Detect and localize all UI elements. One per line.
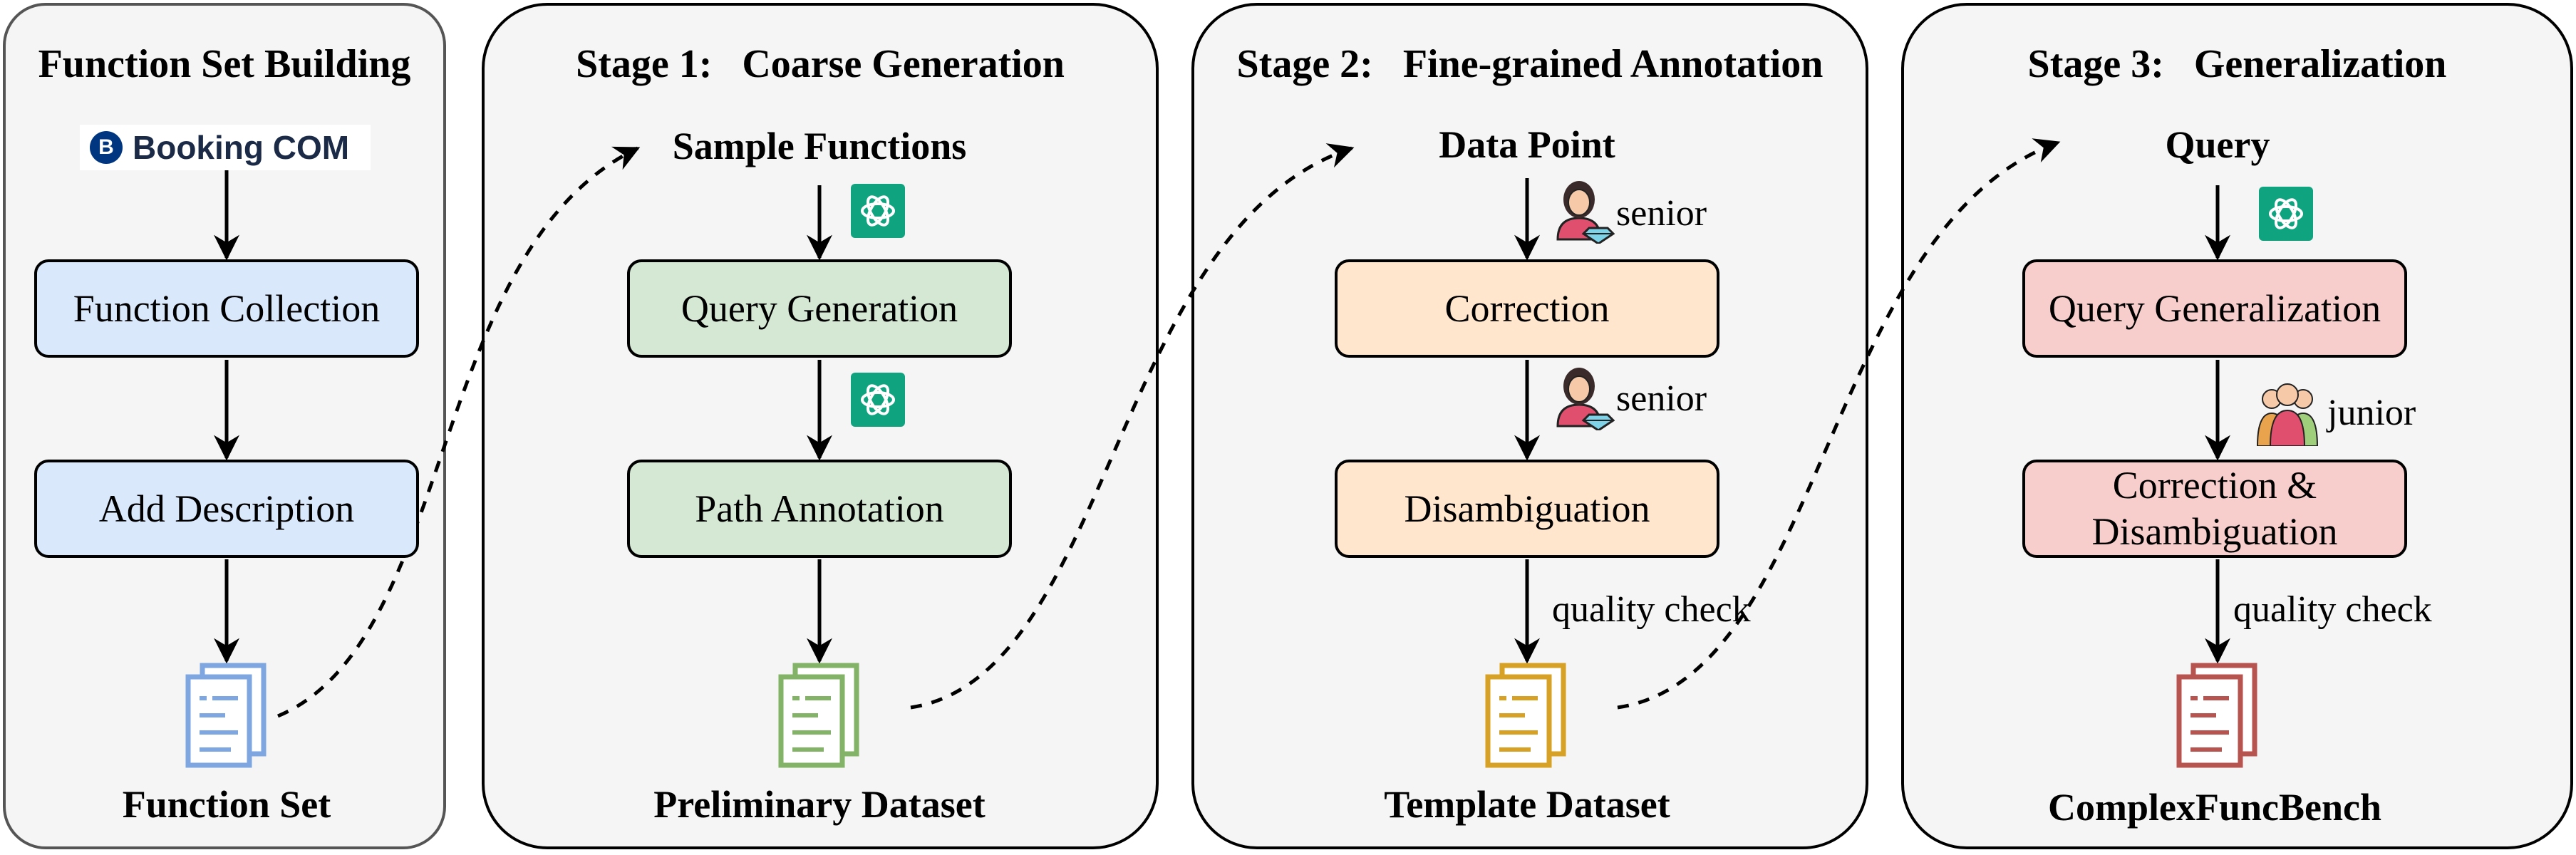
panel-title: Stage 2: Fine-grained Annotation — [1236, 42, 1824, 86]
correction-box: Correction — [1335, 259, 1719, 358]
openai-icon — [2259, 187, 2313, 241]
sample-functions-label: Sample Functions — [672, 125, 967, 167]
function-set-label: Function Set — [122, 783, 331, 826]
query-generation-box: Query Generation — [627, 259, 1012, 358]
panel-title: Stage 3: Generalization — [2027, 42, 2447, 86]
disambiguation-box: Disambiguation — [1335, 460, 1719, 558]
booking-logo: B Booking COM — [80, 125, 371, 170]
quality-check-label: quality check — [2233, 589, 2432, 630]
correction-disambiguation-box: Correction & Disambiguation — [2022, 460, 2407, 558]
dashed-connector-0-1 — [277, 146, 641, 718]
box-line-2: Disambiguation — [2091, 510, 2338, 553]
panel-title: Stage 1: Coarse Generation — [576, 42, 1065, 86]
booking-logo-icon: B — [90, 131, 123, 164]
complexfuncbench-document-icon — [2176, 663, 2257, 768]
preliminary-dataset-document-icon — [778, 663, 859, 768]
data-point-label: Data Point — [1439, 123, 1615, 166]
senior-role-label: senior — [1616, 193, 1707, 234]
function-collection-box: Function Collection — [34, 259, 419, 358]
senior-annotator-icon — [1556, 181, 1615, 244]
template-dataset-label: Template Dataset — [1384, 783, 1670, 826]
senior-annotator-icon — [1556, 368, 1615, 430]
function-set-document-icon — [185, 663, 267, 768]
template-dataset-document-icon — [1485, 663, 1566, 768]
logo-text: Booking COM — [133, 129, 350, 166]
openai-icon — [851, 373, 905, 427]
junior-annotators-icon — [2256, 383, 2319, 446]
senior-role-label: senior — [1616, 378, 1707, 419]
openai-icon — [851, 184, 905, 238]
query-generalization-box: Query Generalization — [2022, 259, 2407, 358]
quality-check-label: quality check — [1552, 589, 1751, 630]
query-label: Query — [2165, 123, 2270, 166]
add-description-box: Add Description — [34, 460, 419, 558]
box-line-1: Correction & — [2112, 464, 2317, 507]
dashed-connector-2-3 — [1617, 138, 2061, 710]
preliminary-dataset-label: Preliminary Dataset — [653, 783, 986, 826]
junior-role-label: junior — [2327, 393, 2416, 433]
dashed-connector-1-2 — [910, 143, 1355, 710]
path-annotation-box: Path Annotation — [627, 460, 1012, 558]
panel-title: Function Set Building — [38, 42, 411, 86]
complexfuncbench-label: ComplexFuncBench — [2047, 786, 2382, 829]
